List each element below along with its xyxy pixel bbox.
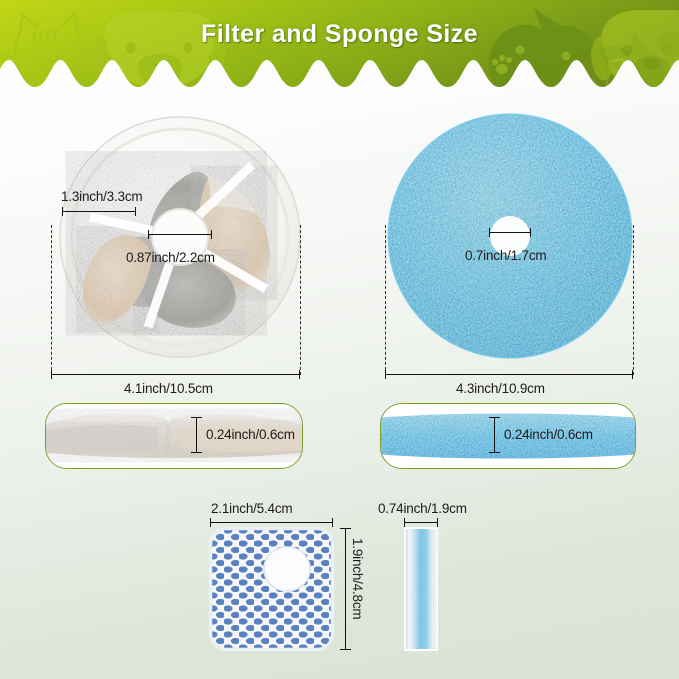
wedge-length-label: 1.3inch/3.3cm	[61, 189, 143, 204]
square-pad-hole	[264, 547, 310, 591]
filter-guide-right	[300, 225, 301, 375]
dog-silhouette-icon	[94, 12, 226, 87]
sponge-center-hole	[490, 216, 530, 256]
square-pad-height-label: 1.9inch/4.8cm	[350, 538, 365, 620]
square-pad-image	[209, 527, 334, 651]
strip-width-bar	[404, 518, 438, 527]
filter-diameter-label: 4.1inch/10.5cm	[124, 381, 213, 396]
sponge-strip-image	[404, 527, 438, 651]
sponge-hole-bar	[489, 228, 531, 237]
square-pad-width-label: 2.1inch/5.4cm	[211, 501, 293, 516]
sponge-thickness-panel	[380, 403, 636, 469]
filter-wedge-resin-left	[83, 235, 152, 324]
filter-thickness-bar	[191, 417, 202, 453]
banner-background	[0, 0, 679, 87]
header-banner: Filter and Sponge Size	[0, 0, 679, 92]
paw-print-icon	[492, 55, 512, 74]
filter-thickness-label: 0.24inch/0.6cm	[206, 427, 295, 442]
wedge-length-bar	[62, 207, 136, 216]
sponge-guide-right	[633, 225, 634, 375]
sponge-diameter-label: 4.3inch/10.9cm	[456, 381, 545, 396]
filter-center-hole	[152, 209, 208, 265]
filter-diameter-bar	[51, 370, 300, 379]
square-pad-height-bar	[340, 528, 351, 650]
sponge-guide-left	[385, 225, 386, 375]
center-hole-bar	[148, 230, 212, 239]
center-hole-label: 0.87inch/2.2cm	[126, 250, 215, 265]
sponge-thickness-bar	[489, 417, 500, 453]
carbon-filter-image	[56, 113, 304, 361]
square-pad-width-bar	[210, 518, 333, 527]
blue-sponge-image	[386, 112, 634, 360]
sponge-hole-label: 0.7inch/1.7cm	[465, 248, 547, 263]
sponge-diameter-bar	[385, 370, 633, 379]
filter-thickness-panel	[45, 403, 303, 469]
sponge-thickness-label: 0.24inch/0.6cm	[504, 427, 593, 442]
strip-width-label: 0.74inch/1.9cm	[378, 501, 467, 516]
filter-guide-left	[51, 225, 52, 375]
